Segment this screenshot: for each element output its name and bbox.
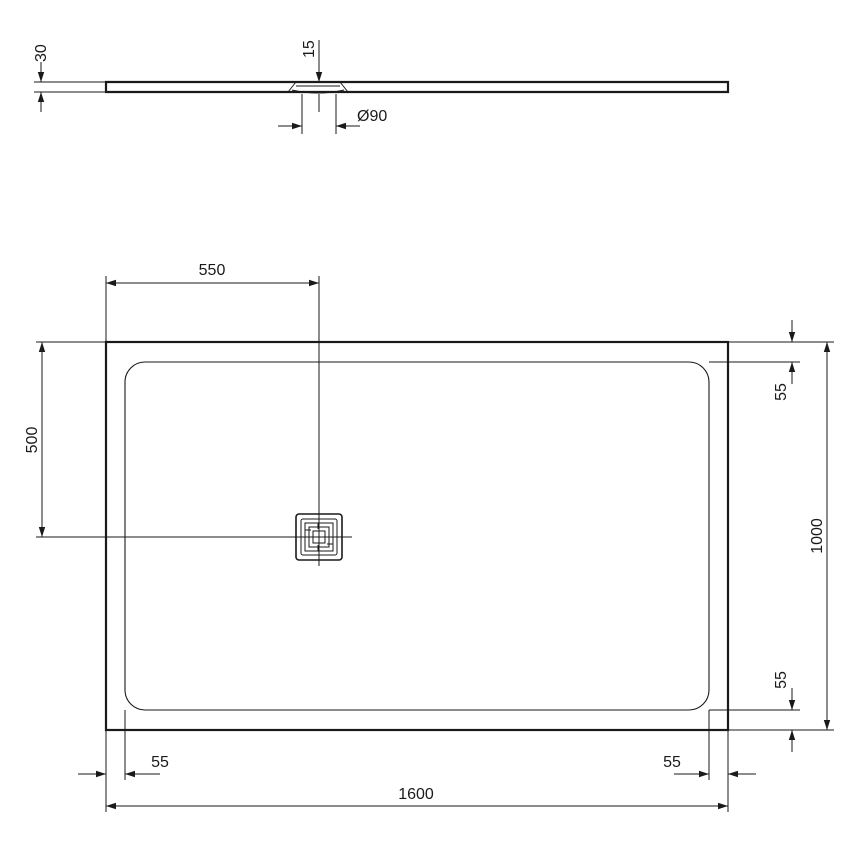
tray-inner-area [124,361,710,711]
drain-diameter-dimension: Ø90 [278,94,387,134]
drain-depth-dimension: 15 [301,40,323,112]
total-depth-dimension: 1000 [809,342,831,730]
height-label: 30 [33,44,50,62]
drain-recess [287,81,349,93]
drain-x-label: 550 [199,262,226,279]
left-rim-dimension: 55 [78,754,169,778]
drain-recess-curve [291,89,345,94]
drain-depth-label: 15 [301,40,318,58]
drain-y-label: 500 [24,427,41,454]
tray-profile [104,80,730,94]
total-width-label: 1600 [398,786,434,803]
drain-y-dimension: 500 [24,341,106,537]
drain-x-dimension: 550 [105,262,319,342]
plan-view: 550 500 55 55 1000 [24,262,834,812]
bottom-rim-dimension: 55 [773,671,796,752]
right-rim-label: 55 [663,754,681,771]
total-width-dimension: 1600 [106,786,728,810]
right-rim-dimension: 55 [663,754,756,778]
height-dimension: 30 [33,44,106,112]
bottom-rim-label: 55 [773,671,790,689]
top-rim-dimension: 55 [773,320,796,401]
drain-diameter-label: Ø90 [357,108,387,125]
left-rim-label: 55 [151,754,169,771]
top-rim-label: 55 [773,383,790,401]
total-depth-label: 1000 [809,518,826,554]
tray-outline [104,340,730,732]
side-view: 30 15 Ø90 [33,40,730,134]
